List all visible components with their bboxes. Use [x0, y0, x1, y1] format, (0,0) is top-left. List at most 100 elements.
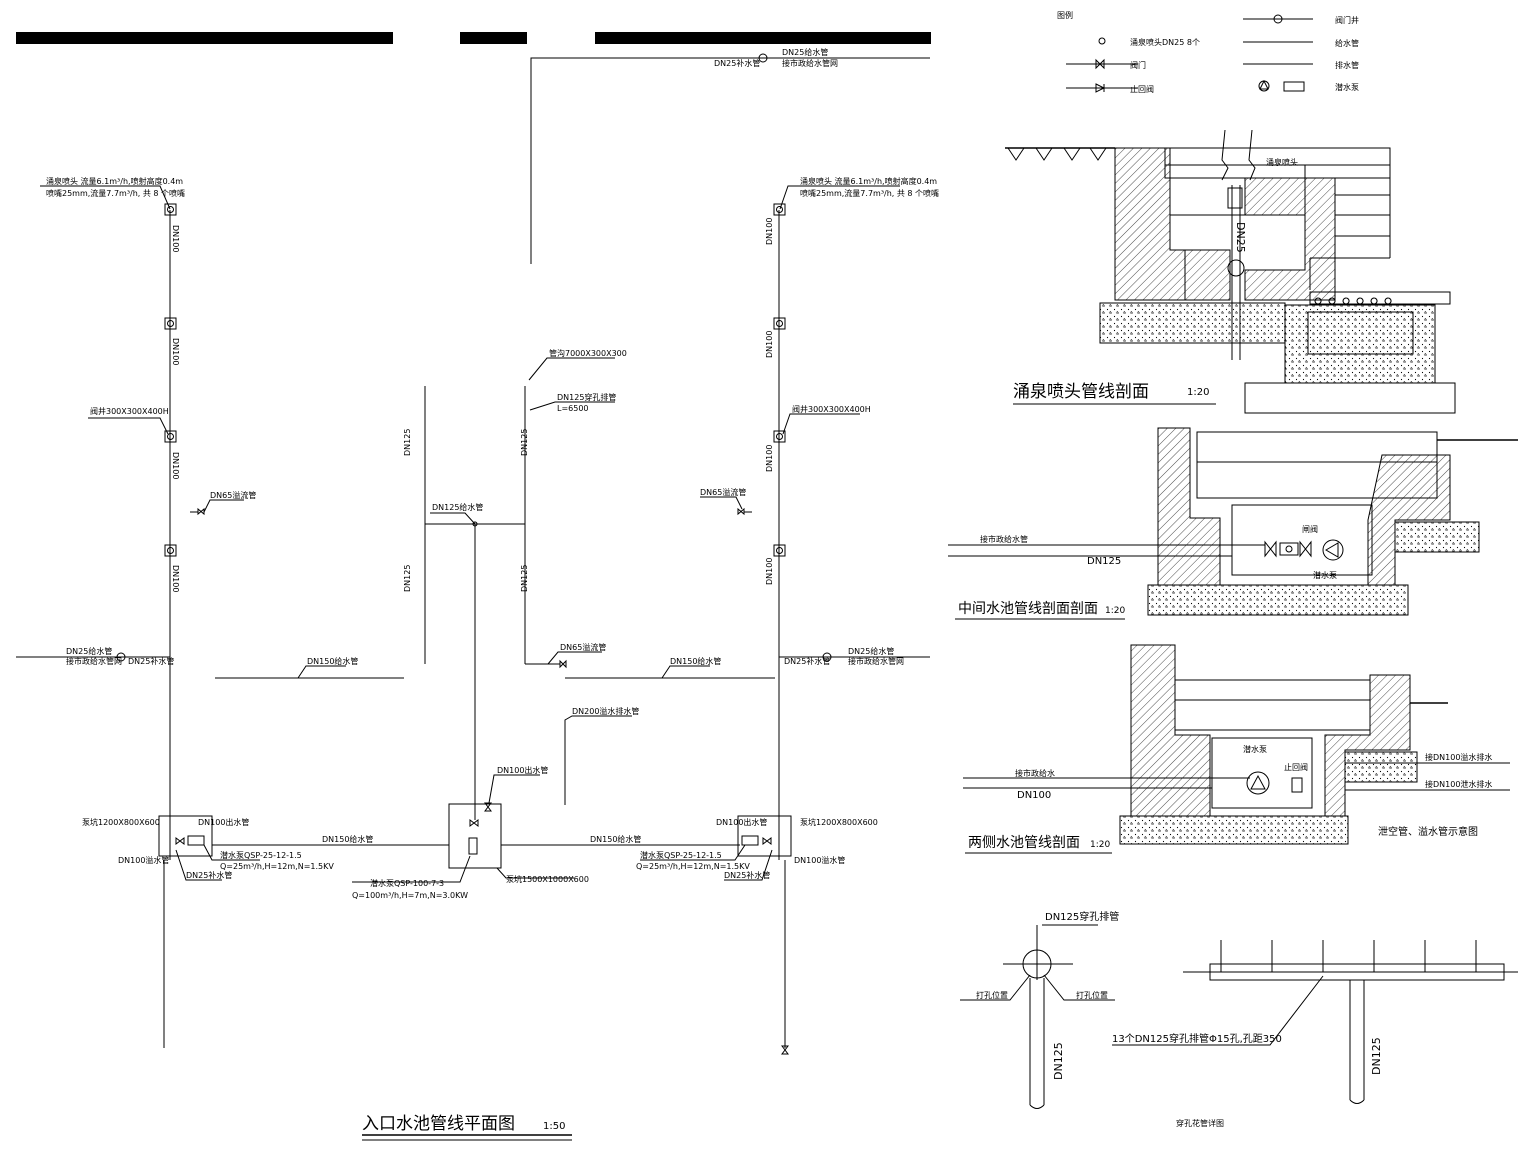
right-nozzle-note-1: 涌泉喷头 流量6.1m³/h,喷射高度0.4m	[800, 176, 937, 186]
det-left-hole: 打孔位置	[976, 990, 1008, 1000]
pump-icon	[187, 835, 205, 846]
det-dn125-b: DN125	[1370, 1037, 1383, 1075]
valve-icon	[175, 837, 185, 845]
leader	[175, 849, 222, 881]
leader	[564, 715, 632, 805]
nozzle-icon	[164, 544, 177, 557]
s1-scale: 1:20	[1187, 387, 1209, 398]
leader	[960, 974, 1115, 1001]
leader	[488, 774, 540, 804]
nozzle-icon	[773, 317, 786, 330]
right-pump-spec: Q=25m³/h,H=12m,N=1.5KV	[636, 862, 750, 871]
right-dn25-label: DN25补水管	[724, 870, 770, 880]
fitting-icon	[1285, 545, 1293, 553]
nozzle-icon	[776, 547, 783, 554]
leader	[430, 512, 476, 525]
right-pump-model: 潜水泵QSP-25-12-1.5	[640, 850, 722, 860]
pit-wall	[1284, 304, 1436, 384]
pit	[1307, 311, 1414, 355]
center-dn125: DN125穿孔排管	[557, 392, 616, 402]
right-main-label: DN150给水管	[670, 656, 721, 666]
basin	[1196, 431, 1438, 499]
left-dn100-label: DN100	[171, 225, 180, 252]
left-overflow-label: DN65溢流管	[210, 490, 256, 500]
left-pump-pit	[158, 815, 213, 857]
nozzle-icon	[776, 320, 783, 327]
s1-nozzle: 涌泉喷头	[1266, 157, 1298, 167]
valve-symbol-icon	[1095, 58, 1105, 70]
plan-top-label-a: DN25给水管	[782, 47, 828, 57]
s1-pipe: DN25	[1234, 222, 1247, 253]
nozzle-icon	[164, 430, 177, 443]
leader	[297, 665, 346, 679]
left-dn100-out: DN100出水管	[198, 817, 249, 827]
s2-valve: 闸阀	[1302, 525, 1318, 534]
center-length: L=6500	[557, 404, 589, 413]
leader	[88, 417, 169, 435]
legend-item: 给水管	[1335, 38, 1359, 48]
pump-chamber	[1211, 737, 1313, 809]
right-supply-b: 接市政给水管网	[848, 656, 904, 666]
leader	[547, 651, 602, 665]
det-dn125-label: DN125穿孔排管	[1045, 910, 1119, 923]
s3-note: 泄空管、溢水管示意图	[1378, 825, 1478, 838]
plan-title: 入口水池管线平面图	[362, 1114, 515, 1134]
det-title: 穿孔花管详图	[1176, 1118, 1224, 1128]
det-right-hole: 打孔位置	[1076, 990, 1108, 1000]
right-dn100-label: DN100	[765, 445, 774, 472]
legend-item: 止回阀	[1130, 84, 1154, 94]
s3-scale: 1:20	[1090, 840, 1110, 850]
section-side-pool: 接市政给水 DN100 潜水泵 止回阀 接DN100溢水排水 接DN100泄水排…	[963, 644, 1510, 854]
valve-icon	[559, 659, 567, 669]
s3-inlet: 接市政给水	[1015, 768, 1055, 778]
legend-item: 涌泉喷头DN25 8个	[1130, 37, 1200, 47]
left-pump-model: 潜水泵QSP-25-12-1.5	[220, 850, 302, 860]
pipe-section-icon	[1022, 949, 1052, 979]
nozzle-tick	[1220, 940, 1477, 972]
left-dn150-main: DN150给水管	[322, 834, 373, 844]
nozzle-icon	[776, 433, 783, 440]
section-middle-pool: 接市政给水管 DN125 闸阀 潜水泵 中间水池管线剖面剖面 1:20	[948, 427, 1518, 620]
center-dn125-v: DN125	[403, 429, 412, 456]
plan-scale: 1:50	[543, 1121, 565, 1132]
base-slab	[1099, 302, 1286, 344]
leader	[529, 401, 615, 411]
s2-pipe: DN125	[1087, 556, 1121, 567]
leader	[779, 185, 900, 210]
pump-icon	[1325, 542, 1339, 558]
center-dn125-v: DN125	[520, 565, 529, 592]
perforated-pipe-detail: DN125穿孔排管 打孔位置 打孔位置 DN125 DN125 13个DN125…	[960, 910, 1518, 1128]
leader	[700, 496, 743, 510]
legend-item: 阀门井	[1335, 15, 1359, 25]
pump-icon	[741, 835, 759, 846]
nozzle-icon	[773, 544, 786, 557]
leader	[40, 185, 171, 210]
valve-icon	[781, 1045, 789, 1055]
pipe-break	[1029, 1104, 1045, 1109]
wall-hatch	[1367, 454, 1451, 586]
base-slab	[1119, 815, 1349, 845]
wall-hatch	[1157, 427, 1221, 586]
s3-out2: 接DN100泄水排水	[1425, 779, 1492, 789]
left-dn100-label: DN100	[171, 338, 180, 365]
basin	[1169, 164, 1306, 216]
nozzle-icon-group	[773, 203, 786, 557]
left-nozzle-note-2: 喷嘴25mm,流量7.7m³/h, 共 8 个喷嘴	[46, 188, 185, 198]
nozzle-icon-group	[164, 203, 177, 557]
border-bar	[16, 32, 393, 44]
plan-view: DN25给水管 接市政给水管网 DN25补水管 涌泉喷头 流量6.1m³/h,喷…	[16, 32, 939, 1141]
center-dn200: DN200溢水排水管	[572, 706, 639, 716]
nozzle-icon	[167, 206, 174, 213]
pit-step	[1244, 382, 1456, 414]
wave-line	[1248, 129, 1256, 181]
legend-item: 潜水泵	[1335, 82, 1359, 92]
right-dn100-label: DN100	[765, 218, 774, 245]
left-drain-label: DN100溢水管	[118, 855, 169, 865]
left-supply-c: DN25补水管	[128, 656, 174, 666]
paving	[1164, 147, 1391, 179]
right-overflow-label: DN65溢流管	[700, 487, 746, 497]
valve-icon	[737, 507, 752, 516]
grass-icon	[1007, 147, 1107, 161]
border-bar	[595, 32, 931, 44]
valve-icon	[762, 837, 772, 845]
